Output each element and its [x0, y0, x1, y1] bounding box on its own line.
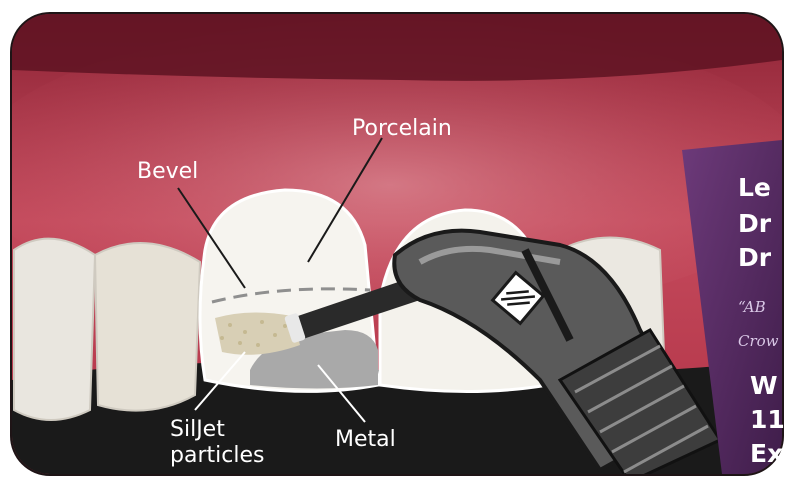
porcelain-label: Porcelain	[352, 116, 452, 141]
tooth-far-left	[14, 239, 95, 420]
tooth-left	[95, 243, 200, 411]
bevel-label: Bevel	[137, 159, 198, 184]
siljet-label-line2: particles	[170, 443, 264, 468]
panel-line-2: Dr	[738, 209, 772, 238]
panel-quote-2: Crow	[738, 332, 779, 350]
panel-quote-1: “AB	[738, 298, 766, 316]
metal-label: Metal	[335, 427, 396, 452]
panel-line-4: W	[750, 371, 778, 400]
lip-shadow	[12, 14, 782, 81]
panel-line-6: Ex	[750, 439, 783, 468]
panel-line-5: 11	[750, 405, 785, 434]
panel-line-3: Dr	[738, 243, 772, 272]
siljet-label-line1: SilJet	[170, 417, 225, 442]
panel-line-1: Le	[738, 173, 771, 202]
